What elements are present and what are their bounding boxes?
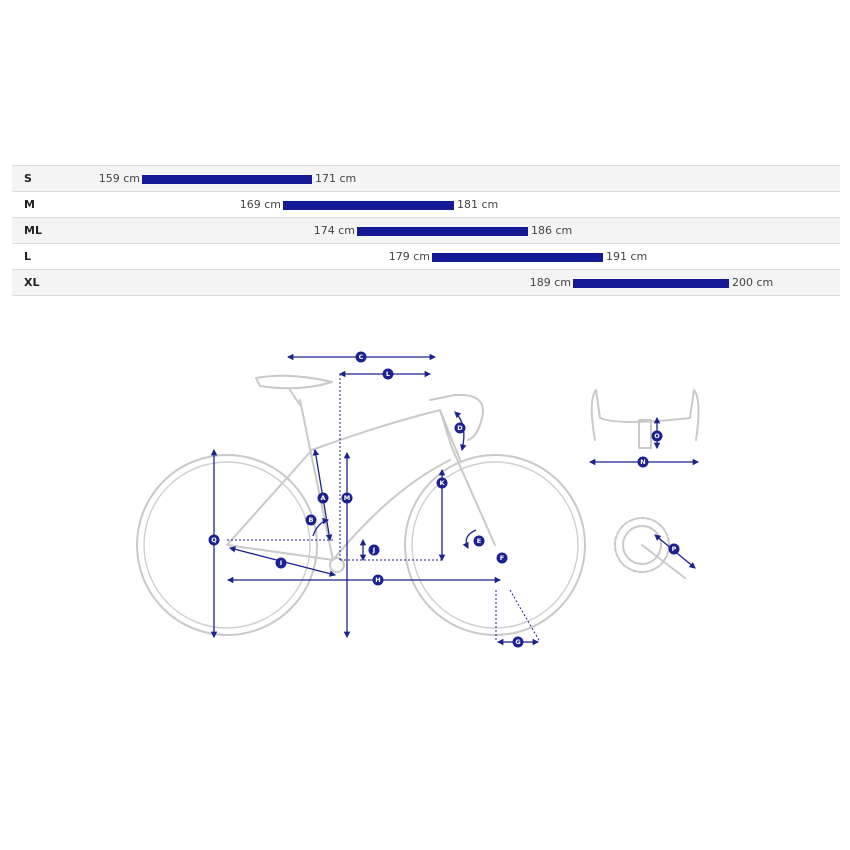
badge-letter: F: [500, 554, 504, 562]
range-max-label: 200 cm: [732, 276, 774, 289]
stem-front-view: [638, 419, 652, 449]
size-row-l: L 179 cm 191 cm: [12, 244, 840, 270]
range-max-label: 181 cm: [457, 198, 499, 211]
rear-rim: [143, 461, 311, 629]
badge-letter: B: [309, 516, 314, 524]
badge-letter: P: [672, 545, 677, 553]
bicycle-illustration: [136, 374, 586, 636]
badge-letter: E: [477, 537, 481, 545]
badge-letter: D: [457, 424, 463, 432]
badge-letter: M: [344, 494, 350, 502]
size-row-m: M 169 cm 181 cm: [12, 192, 840, 218]
range-min-label: 159 cm: [98, 172, 140, 185]
size-label: M: [24, 198, 35, 211]
size-label: S: [24, 172, 32, 185]
size-label: ML: [24, 224, 42, 237]
badge-letter: N: [640, 458, 645, 466]
badge-letter: J: [372, 546, 375, 554]
badge-h: H: [372, 574, 384, 586]
range-bar: [283, 201, 454, 210]
front-rim: [411, 461, 579, 629]
badge-letter: K: [439, 479, 445, 487]
front-wheel: [404, 454, 586, 636]
badge-k: K: [436, 477, 448, 489]
badge-e: E: [473, 535, 485, 547]
badge-a: A: [317, 492, 329, 504]
range-bar: [573, 279, 729, 288]
badge-c: C: [355, 351, 367, 363]
dim-line-e: [462, 529, 477, 549]
handlebar-front-view: [590, 389, 700, 441]
badge-letter: L: [386, 370, 390, 378]
badge-letter: I: [280, 559, 282, 567]
saddle: [255, 374, 333, 390]
badge-letter: A: [320, 494, 325, 502]
size-label: XL: [24, 276, 40, 289]
handlebar-detail: [588, 389, 700, 466]
range-max-label: 186 cm: [531, 224, 573, 237]
badge-p: P: [668, 543, 680, 555]
badge-letter: Q: [211, 536, 217, 544]
range-min-label: 179 cm: [388, 250, 430, 263]
badge-g: G: [512, 636, 524, 648]
seatpost: [289, 389, 301, 406]
range-max-label: 191 cm: [606, 250, 648, 263]
geometry-dimension-lines: [210, 353, 541, 646]
size-row-s: S 159 cm 171 cm: [12, 166, 840, 192]
dashed-guide: [509, 589, 541, 643]
badge-i: I: [275, 557, 287, 569]
badge-letter: C: [359, 353, 364, 361]
badge-f: F: [496, 552, 508, 564]
range-bar: [357, 227, 528, 236]
range-bar: [142, 175, 312, 184]
size-row-xl: XL 189 cm 200 cm: [12, 270, 840, 296]
range-min-label: 174 cm: [313, 224, 355, 237]
rear-wheel: [136, 454, 318, 636]
range-min-label: 169 cm: [239, 198, 281, 211]
badge-letter: H: [375, 576, 380, 584]
badge-o: O: [651, 430, 663, 442]
chainring-detail: [614, 517, 696, 579]
fork: [439, 409, 496, 546]
handlebar: [429, 393, 484, 441]
badge-b: B: [305, 514, 317, 526]
badge-n: N: [637, 456, 649, 468]
range-min-label: 189 cm: [529, 276, 571, 289]
dim-line-b: [312, 517, 330, 537]
range-bar: [432, 253, 603, 262]
range-max-label: 171 cm: [315, 172, 357, 185]
badge-d: D: [454, 422, 466, 434]
size-label: L: [24, 250, 32, 263]
down-tube: [332, 459, 451, 561]
badge-letter: G: [515, 638, 520, 646]
size-row-ml: ML 174 cm 186 cm: [12, 218, 840, 244]
badge-j: J: [368, 544, 380, 556]
badge-letter: O: [654, 432, 660, 440]
badge-m: M: [341, 492, 353, 504]
badge-q: Q: [208, 534, 220, 546]
badge-l: L: [382, 368, 394, 380]
top-tube: [311, 409, 461, 461]
size-chart-table: S 159 cm 171 cm M 169 cm 181 cm ML 174 c…: [12, 165, 840, 296]
